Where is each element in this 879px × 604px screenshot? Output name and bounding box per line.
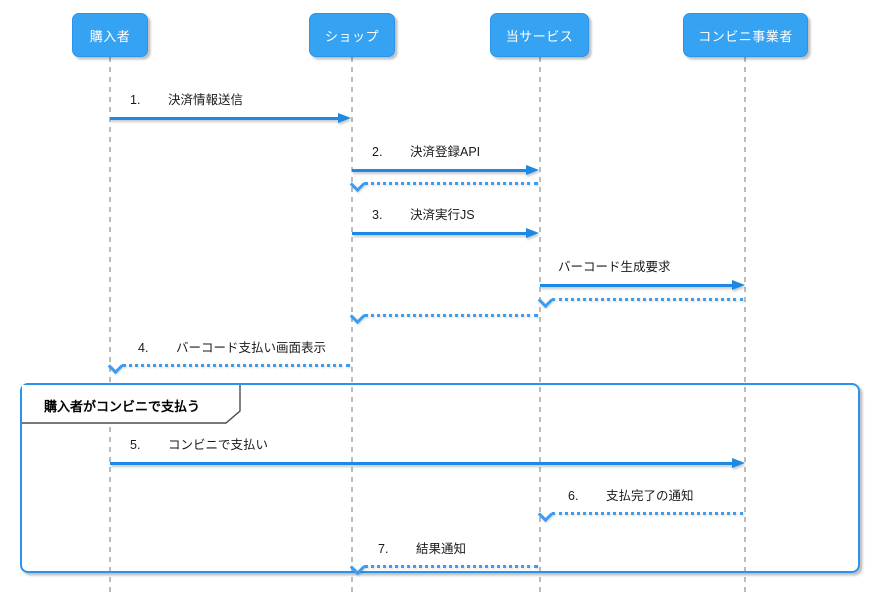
message-4-text: バーコード支払い画面表示 (176, 341, 327, 355)
barcode-request-arrow (540, 280, 745, 290)
barcode-return-arrow-1 (552, 298, 743, 301)
message-7-arrow (364, 565, 538, 568)
actor-buyer: 購入者 (72, 13, 148, 57)
lifeline-cvs-operator (744, 57, 746, 592)
message-2-label: 2. 決済登録API (372, 141, 480, 160)
message-3-number: 3. (372, 208, 383, 222)
message-6-arrow (552, 512, 743, 515)
barcode-return-arrow-2 (364, 314, 538, 317)
message-1-number: 1. (130, 93, 141, 107)
actor-shop: ショップ (309, 13, 395, 57)
message-5-text: コンビニで支払い (168, 438, 269, 452)
actor-buyer-label: 購入者 (89, 28, 131, 44)
barcode-request-text: バーコード生成要求 (558, 260, 671, 274)
lifeline-shop (351, 57, 353, 592)
lifeline-service (539, 57, 541, 592)
message-1-text: 決済情報送信 (168, 93, 244, 107)
actor-shop-label: ショップ (324, 28, 379, 44)
frame-label-pentagon (22, 385, 241, 424)
message-3-text: 決済実行JS (410, 208, 475, 222)
message-7-number: 7. (378, 542, 389, 556)
message-5-arrow (110, 458, 745, 468)
message-4-number: 4. (138, 341, 149, 355)
actor-cvs-operator: コンビニ事業者 (683, 13, 808, 57)
message-3-label: 3. 決済実行JS (372, 204, 475, 223)
frame-cvs-payment: 購入者がコンビニで支払う (20, 383, 860, 573)
message-5-label: 5. コンビニで支払い (130, 434, 268, 453)
actor-service: 当サービス (490, 13, 589, 57)
frame-label: 購入者がコンビニで支払う (44, 399, 201, 414)
message-4-label: 4. バーコード支払い画面表示 (138, 337, 326, 356)
message-6-text: 支払完了の通知 (606, 489, 694, 503)
barcode-request-label: バーコード生成要求 (558, 256, 671, 275)
actor-cvs-operator-label: コンビニ事業者 (698, 28, 793, 44)
lifeline-buyer (109, 57, 111, 592)
message-3-arrow (352, 228, 539, 238)
message-7-text: 結果通知 (416, 542, 467, 556)
message-6-label: 6. 支払完了の通知 (568, 485, 694, 504)
message-6-number: 6. (568, 489, 579, 503)
message-1-arrow (110, 113, 351, 123)
message-2-text: 決済登録API (410, 145, 481, 159)
actor-service-label: 当サービス (505, 28, 574, 44)
message-5-number: 5. (130, 438, 141, 452)
message-2-return-arrow (364, 182, 538, 185)
message-1-label: 1. 決済情報送信 (130, 89, 243, 108)
message-7-label: 7. 結果通知 (378, 538, 466, 557)
message-2-number: 2. (372, 145, 383, 159)
message-2-arrow (352, 165, 539, 175)
message-4-arrow (122, 364, 350, 367)
